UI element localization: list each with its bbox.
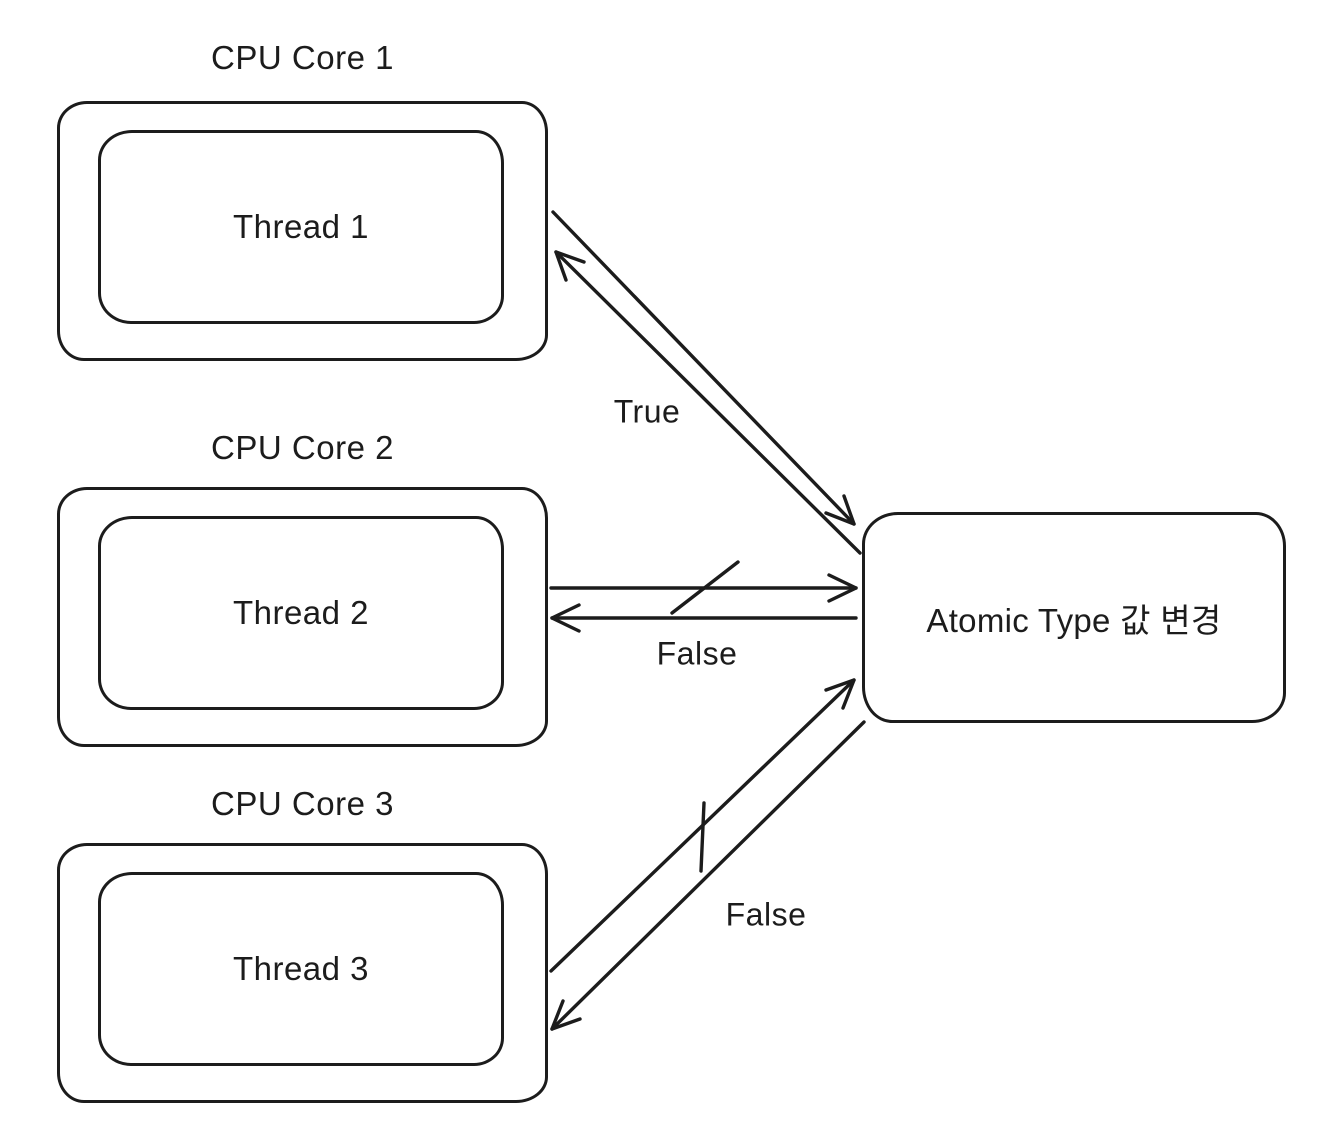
arrow-thread1-to-atomic-line <box>551 210 856 526</box>
cpu-core-1-box: Thread 1 <box>57 101 548 361</box>
atomic-type-box: Atomic Type 값 변경 <box>862 512 1286 723</box>
arrow-atomic-to-thread3-line <box>550 720 866 1031</box>
cpu-core-2-title: CPU Core 2 <box>211 429 394 466</box>
thread-2-box: Thread 2 <box>98 516 504 710</box>
thread-3-box: Thread 3 <box>98 872 504 1066</box>
tick-cross-out-mark <box>699 801 706 873</box>
edge-thread3-atomic <box>549 678 866 1031</box>
edge-label-thread1-true: True <box>613 393 681 430</box>
cpu-core-2-box: Thread 2 <box>57 487 548 747</box>
edge-label-thread2-false: False <box>656 635 738 672</box>
arrow-thread3-to-atomic-line <box>549 678 856 973</box>
arrowhead-at-thread1-icon <box>554 250 586 282</box>
cpu-core-3-title: CPU Core 3 <box>211 785 394 822</box>
thread-1-box: Thread 1 <box>98 130 504 324</box>
thread-2-label: Thread 2 <box>232 594 370 631</box>
edge-label-thread3-false: False <box>725 896 807 933</box>
edge-thread1-atomic <box>551 210 862 555</box>
arrowhead-at-atomic-icon <box>824 494 856 526</box>
cpu-core-3-box: Thread 3 <box>57 843 548 1103</box>
thread-1-label: Thread 1 <box>232 208 370 245</box>
slash-cross-out-mark <box>670 560 740 615</box>
atomic-type-label: Atomic Type 값 변경 <box>926 601 1222 639</box>
arrowhead-at-atomic-icon <box>824 678 856 710</box>
cpu-core-1-title: CPU Core 1 <box>211 39 394 76</box>
arrow-atomic-to-thread1-line <box>554 250 862 555</box>
arrowhead-at-atomic-icon <box>827 573 858 603</box>
arrowhead-at-thread2-icon <box>550 603 581 633</box>
edge-thread2-atomic <box>549 560 858 633</box>
thread-3-label: Thread 3 <box>232 950 370 987</box>
arrowhead-at-thread3-icon <box>550 999 582 1031</box>
